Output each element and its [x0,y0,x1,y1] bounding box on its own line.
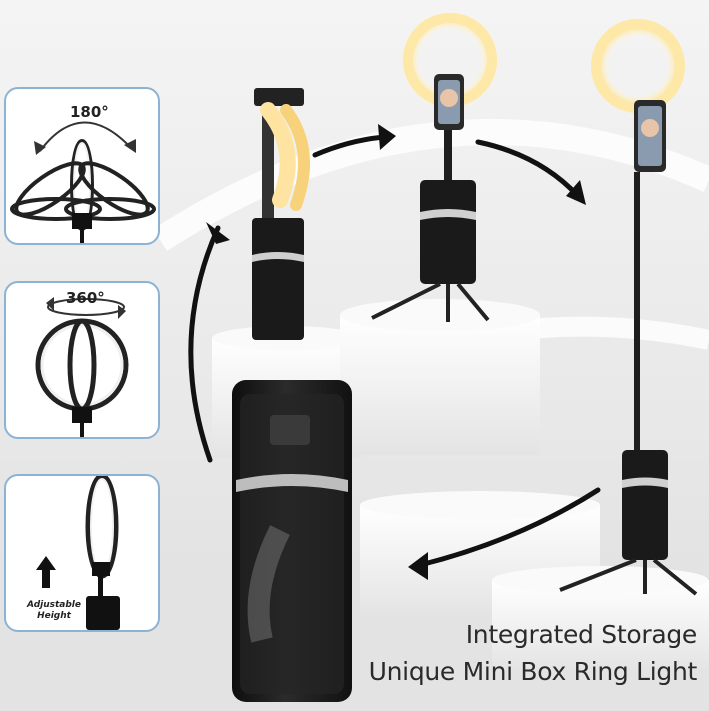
folded-ring-light-device [252,88,310,340]
feature-panel-tilt: 180° [4,87,160,245]
tripod-ring-light-short [371,10,500,322]
podium-right [360,491,709,670]
headline-line-1: Integrated Storage [465,620,698,649]
tilt-ring-icon [10,121,156,243]
rotate-ring-icon [35,297,129,437]
flow-arrow-right-2 [475,139,581,199]
rotate-angle-label: 360° [66,289,105,307]
height-adjust-icon [36,476,120,630]
flow-arrow-left [417,487,601,568]
feature-panel-rotate: 360° [4,281,160,439]
flow-arrow-right-1 [312,134,388,158]
height-adjust-label: Adjustable Height [27,600,81,621]
tripod-ring-light-tall [559,18,698,596]
tilt-angle-label: 180° [70,103,109,121]
podium-middle [340,299,540,455]
storage-box-device [232,380,352,702]
headline-line-2: Unique Mini Box Ring Light [368,657,698,686]
feature-panel-height: Adjustable Height [4,474,160,632]
flow-arrow-up [188,225,221,463]
